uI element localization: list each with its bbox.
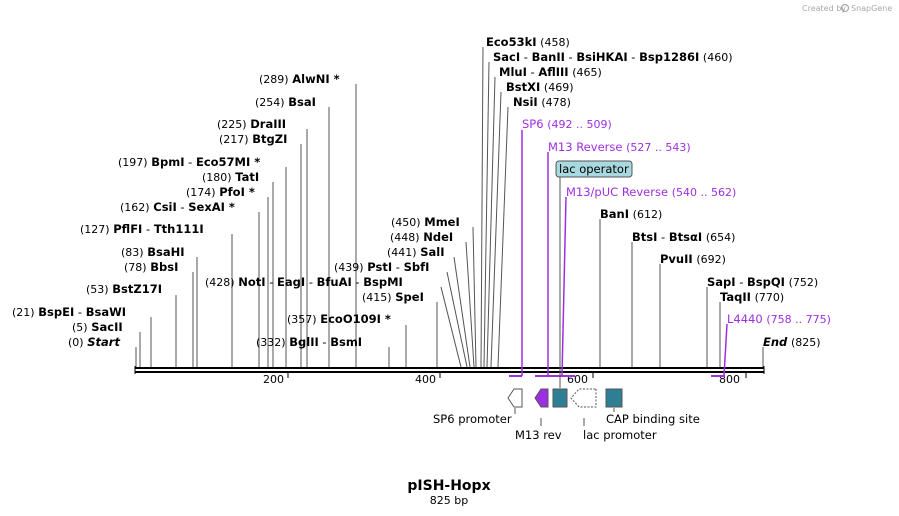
- enzyme-label: (289) AlwNI *: [259, 72, 340, 86]
- enzyme-label: (441) SalI: [387, 245, 445, 259]
- enzyme-label: (78) BbsI: [124, 260, 178, 274]
- feature-label: SP6 promoter: [433, 412, 512, 426]
- enzyme-label: (332) BglII - BsmI: [256, 335, 362, 349]
- features: SP6 promoter M13 rev lac promoter CAP bi…: [433, 388, 700, 442]
- enzyme-label: (357) EcoO109I *: [287, 312, 391, 326]
- enzyme-label-start: (0) Start: [68, 335, 120, 349]
- enzyme-label: (174) PfoI *: [186, 185, 255, 199]
- enzyme-label: Eco53kI (458): [486, 35, 570, 49]
- sp6-promoter-arrow: [507, 388, 523, 408]
- enzyme-label: (5) SacII: [72, 320, 123, 334]
- lac-operator-box: [552, 388, 568, 408]
- feature-label: lac promoter: [583, 428, 657, 442]
- plasmid-title: pISH-Hopx: [407, 478, 490, 494]
- lac-operator-label-box: [555, 160, 633, 178]
- enzyme-label: (53) BstZ17I: [86, 282, 162, 296]
- snapgene-logo-icon: [840, 3, 850, 13]
- enzyme-label: (162) CsiI - SexAI *: [120, 200, 235, 214]
- enzyme-label: BtsI - BtsαI (654): [632, 230, 735, 244]
- m13-rev-arrow: [534, 388, 549, 408]
- feature-label: M13 rev: [515, 428, 562, 442]
- enzyme-label: (415) SpeI: [362, 290, 424, 304]
- tick-label: 600: [567, 373, 588, 386]
- enzyme-label: MluI - AflIII (465): [499, 65, 602, 79]
- tick-label: 200: [263, 373, 284, 386]
- primer-label: M13/pUC Reverse (540 .. 562): [566, 185, 736, 199]
- enzyme-label: (21) BspEI - BsaWI: [12, 305, 126, 319]
- enzyme-label: BanI (612): [600, 207, 662, 221]
- enzyme-label: (428) NotI - EagI - BfuAI - BspMI: [205, 275, 403, 289]
- enzyme-label: (83) BsaHI: [121, 245, 185, 259]
- enzyme-labels: (0) Start (5) SacII (21) BspEI - BsaWI (…: [12, 35, 821, 349]
- backbone: [134, 366, 765, 374]
- credit-brand: SnapGene: [851, 4, 892, 13]
- feature-label: CAP binding site: [606, 412, 700, 426]
- enzyme-label: (450) MmeI: [391, 215, 460, 229]
- lac-operator-label: lac operator: [559, 162, 629, 176]
- enzyme-label: BstXI (469): [506, 80, 574, 94]
- tick-label: 400: [415, 373, 436, 386]
- enzyme-label: (225) DraIII: [217, 117, 286, 131]
- lac-operator-feature: lac operator: [555, 160, 633, 388]
- credit-text: Created by: [802, 4, 846, 13]
- enzyme-label: SapI - BspQI (752): [707, 275, 818, 289]
- primer-label: M13 Reverse (527 .. 543): [548, 140, 691, 154]
- enzyme-label: (197) BpmI - Eco57MI *: [118, 155, 260, 169]
- enzyme-label: SacI - BanII - BsiHKAI - Bsp1286I (460): [493, 50, 733, 64]
- enzyme-label: (180) TatI: [202, 170, 259, 184]
- cut-site-lines: [135, 46, 764, 368]
- enzyme-label: PvuII (692): [660, 252, 726, 266]
- enzyme-label: TaqII (770): [720, 290, 784, 304]
- plasmid-length: 825 bp: [430, 494, 468, 507]
- enzyme-label-end: End (825): [763, 335, 821, 349]
- axis-ticks: 200 400 600 800: [263, 372, 747, 386]
- enzyme-label: (127) PflFI - Tth111I: [80, 222, 204, 236]
- enzyme-label: (217) BtgZI: [219, 132, 287, 146]
- enzyme-label: NsiI (478): [513, 95, 571, 109]
- primer-label: SP6 (492 .. 509): [522, 117, 612, 131]
- tick-label: 800: [719, 373, 740, 386]
- lac-promoter-arrow: [570, 388, 597, 408]
- primer-label: L4440 (758 .. 775): [727, 312, 831, 326]
- enzyme-label: (254) BsaI: [255, 95, 316, 109]
- enzyme-label: (439) PstI - SbfI: [334, 260, 429, 274]
- cap-binding-site-box: [605, 388, 623, 408]
- enzyme-label: (448) NdeI: [390, 230, 453, 244]
- primers: SP6 (492 .. 509) M13 Reverse (527 .. 543…: [509, 117, 831, 377]
